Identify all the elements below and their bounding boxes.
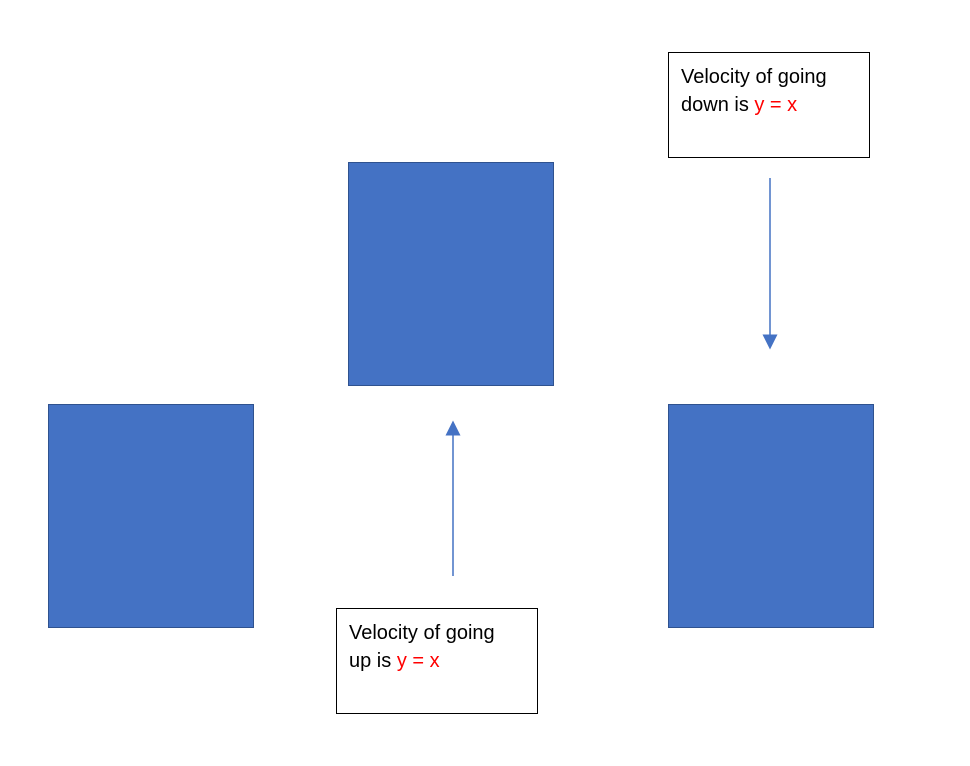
label-down-line2: down is y = x xyxy=(681,91,857,119)
label-down-prefix: down is xyxy=(681,94,749,116)
label-up-line2: up is y = x xyxy=(349,647,525,675)
label-up-equation: y = x xyxy=(396,650,440,672)
block-left xyxy=(48,404,254,628)
label-up-prefix: up is xyxy=(349,650,392,672)
label-box-up: Velocity of going up is y = x xyxy=(336,608,538,714)
label-up-line1: Velocity of going xyxy=(349,622,495,644)
label-box-down: Velocity of going down is y = x xyxy=(668,52,870,158)
block-right xyxy=(668,404,874,628)
block-center xyxy=(348,162,554,386)
label-down-line1: Velocity of going xyxy=(681,66,827,88)
label-down-equation: y = x xyxy=(754,94,798,116)
